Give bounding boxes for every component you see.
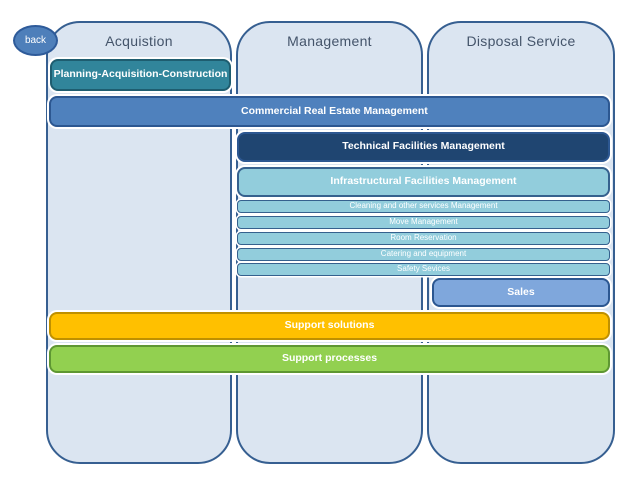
bar-move-management: Move Management [237, 216, 610, 229]
bar-cleaning-services: Cleaning and other services Management [237, 200, 610, 213]
bar-planning-acquisition-construction: Planning-Acquisition-Construction [50, 59, 231, 91]
back-button[interactable]: back [13, 25, 58, 56]
bar-room-reservation: Room Reservation [237, 232, 610, 245]
column-acquisition: Acquistion [46, 21, 232, 464]
bar-catering-equipment: Catering and equipment [237, 248, 610, 261]
bar-sales: Sales [432, 278, 610, 307]
bar-safety-services: Safety Sevices [237, 263, 610, 276]
column-header-acquisition: Acquistion [105, 33, 173, 49]
bar-technical-facilities-management: Technical Facilities Management [237, 132, 610, 162]
bar-commercial-real-estate-management: Commercial Real Estate Management [49, 96, 610, 127]
bar-support-processes: Support processes [49, 345, 610, 373]
bar-infrastructural-facilities-management: Infrastructural Facilities Management [237, 167, 610, 197]
back-button-label: back [24, 35, 47, 46]
column-header-management: Management [287, 33, 372, 49]
column-header-disposal-service: Disposal Service [466, 33, 576, 49]
bar-support-solutions: Support solutions [49, 312, 610, 340]
